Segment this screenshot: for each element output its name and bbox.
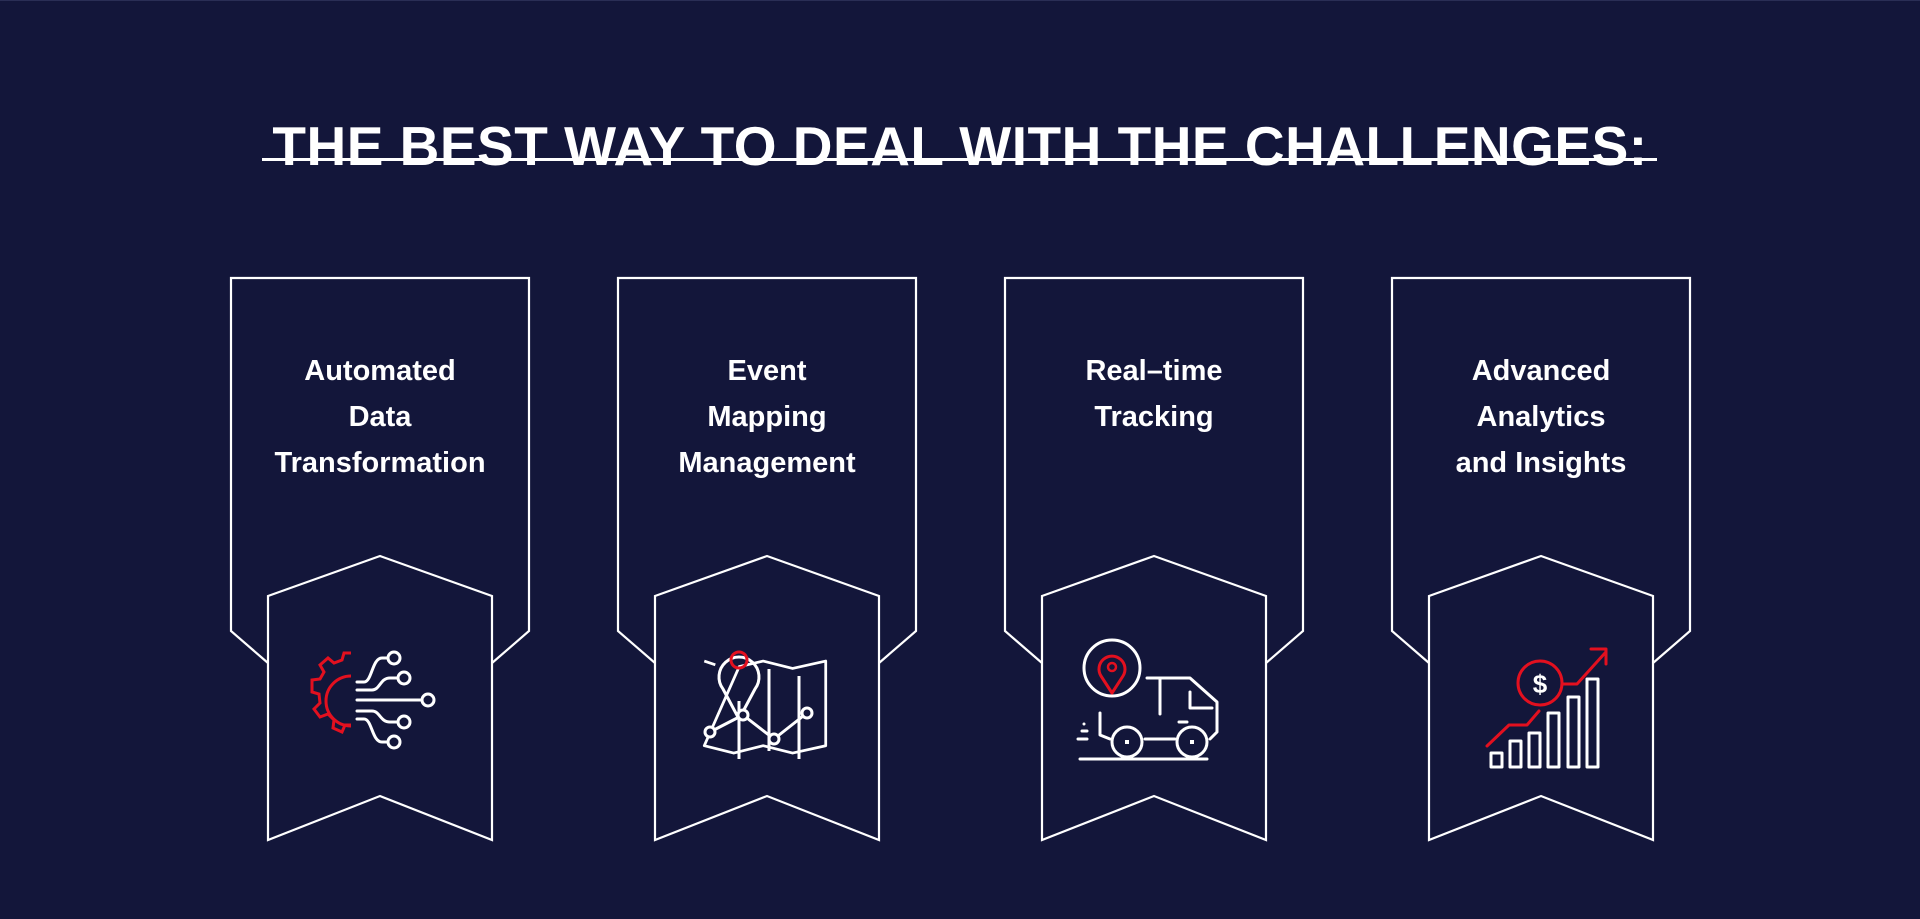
- ribbon-frame: [616, 276, 918, 842]
- card-event-mapping-management: Event Mapping Management: [616, 276, 918, 846]
- dollar-sign: $: [1533, 669, 1548, 699]
- card-automated-data-transformation: Automated Data Transformation: [229, 276, 531, 846]
- card-real-time-tracking: Real–time Tracking: [1003, 276, 1305, 846]
- top-edge-line: [0, 0, 1920, 1]
- ribbon-frame: [1390, 276, 1692, 842]
- card-label: Event Mapping Management: [678, 355, 856, 479]
- growth-chart-dollar-icon: $: [1485, 647, 1608, 769]
- gear-circuit-icon: [310, 650, 436, 750]
- title-underline: [262, 158, 1657, 161]
- ribbon-frame: [1003, 276, 1305, 842]
- card-label: Real–time Tracking: [1085, 355, 1223, 433]
- page-title: THE BEST WAY TO DEAL WITH THE CHALLENGES…: [272, 114, 1648, 177]
- card-label: Automated Data Transformation: [274, 355, 486, 479]
- delivery-truck-location-icon: [1076, 638, 1219, 761]
- card-advanced-analytics-insights: Advanced Analytics and Insights $: [1390, 276, 1692, 846]
- card-label: Advanced Analytics and Insights: [1455, 355, 1627, 479]
- map-pin-chart-icon: [702, 650, 828, 759]
- ribbon-frame: [229, 276, 531, 842]
